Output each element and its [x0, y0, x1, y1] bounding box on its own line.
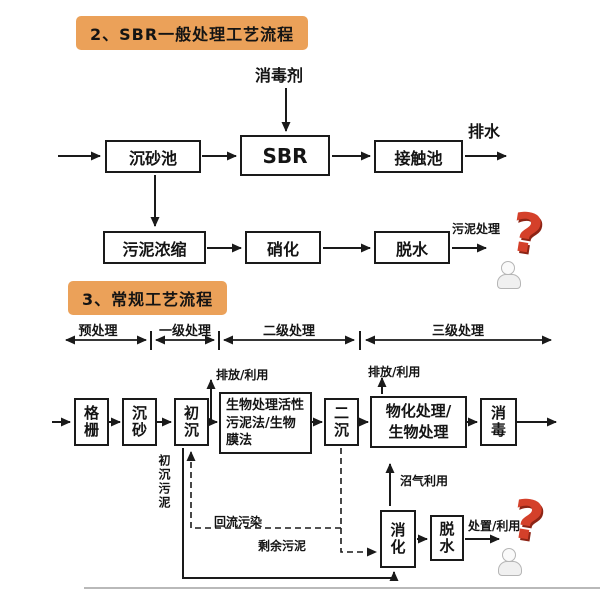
bio-treatment-box: 生物处理活性 污泥法/生物 膜法 [219, 392, 312, 454]
primary-sludge-label: 初沉污泥 [157, 454, 171, 510]
question-mark-icon: ? [507, 486, 549, 555]
section-sbr-title: 2、SBR一般处理工艺流程 [76, 16, 309, 50]
person-head-icon [502, 548, 516, 562]
excess-sludge-label: 剩余污泥 [258, 539, 307, 553]
person-body-icon [498, 561, 522, 576]
return-flow-label: 回流污染 [214, 515, 263, 529]
dewatering-box: 脱水 [374, 231, 450, 264]
person-body-icon [497, 274, 521, 289]
question-mark-icon: ? [506, 199, 548, 268]
question-figure-top: ? [497, 200, 559, 291]
screen-box-label: 格栅 [82, 405, 100, 439]
biogas-use-label: 沼气利用 [400, 474, 449, 488]
digestion-box: 消化 [380, 510, 416, 568]
sbr-box: SBR [240, 135, 330, 176]
drainage-label: 排水 [468, 122, 501, 141]
phase-label-tertiary: 三级处理 [431, 324, 484, 339]
disinfection-label: 消毒 [489, 405, 507, 439]
primary-sedimentation-box: 初沉 [174, 398, 209, 446]
grit-box: 沉砂 [122, 398, 157, 446]
question-figure-bottom: ? [498, 487, 560, 578]
sludge-thickening-box: 污泥浓缩 [103, 231, 206, 264]
digestion-label: 消化 [388, 522, 407, 556]
physchem-treatment-box: 物化处理/ 生物处理 [370, 396, 467, 448]
secondary-sedimentation-box: 二沉 [324, 398, 359, 446]
secondary-sedimentation-label: 二沉 [332, 405, 350, 439]
phase-label-pretreatment: 预处理 [78, 324, 118, 339]
discharge-use-label-2: 排放/利用 [368, 365, 421, 379]
section-conventional-title: 3、常规工艺流程 [68, 281, 228, 315]
nitrification-box: 硝化 [245, 231, 321, 264]
screen-box: 格栅 [74, 398, 109, 446]
phase-label-secondary: 二级处理 [262, 324, 315, 339]
person-head-icon [501, 261, 515, 275]
contact-tank-box: 接触池 [374, 140, 463, 173]
phase-label-primary: 一级处理 [158, 324, 211, 339]
disinfection-box: 消毒 [480, 398, 517, 446]
sludge-treatment-label: 污泥处理 [452, 222, 501, 236]
disinfectant-label: 消毒剂 [255, 66, 304, 85]
discharge-use-label-1: 排放/利用 [216, 368, 269, 382]
disposal-use-label: 处置/利用 [468, 519, 521, 533]
grit-chamber-box: 沉砂池 [105, 140, 201, 173]
grit-box-label: 沉砂 [130, 405, 148, 439]
primary-sedimentation-label: 初沉 [182, 405, 200, 439]
dewatering-label-2: 脱水 [437, 521, 456, 555]
dewatering-box-2: 脱水 [430, 515, 464, 561]
bottom-divider [84, 587, 600, 589]
